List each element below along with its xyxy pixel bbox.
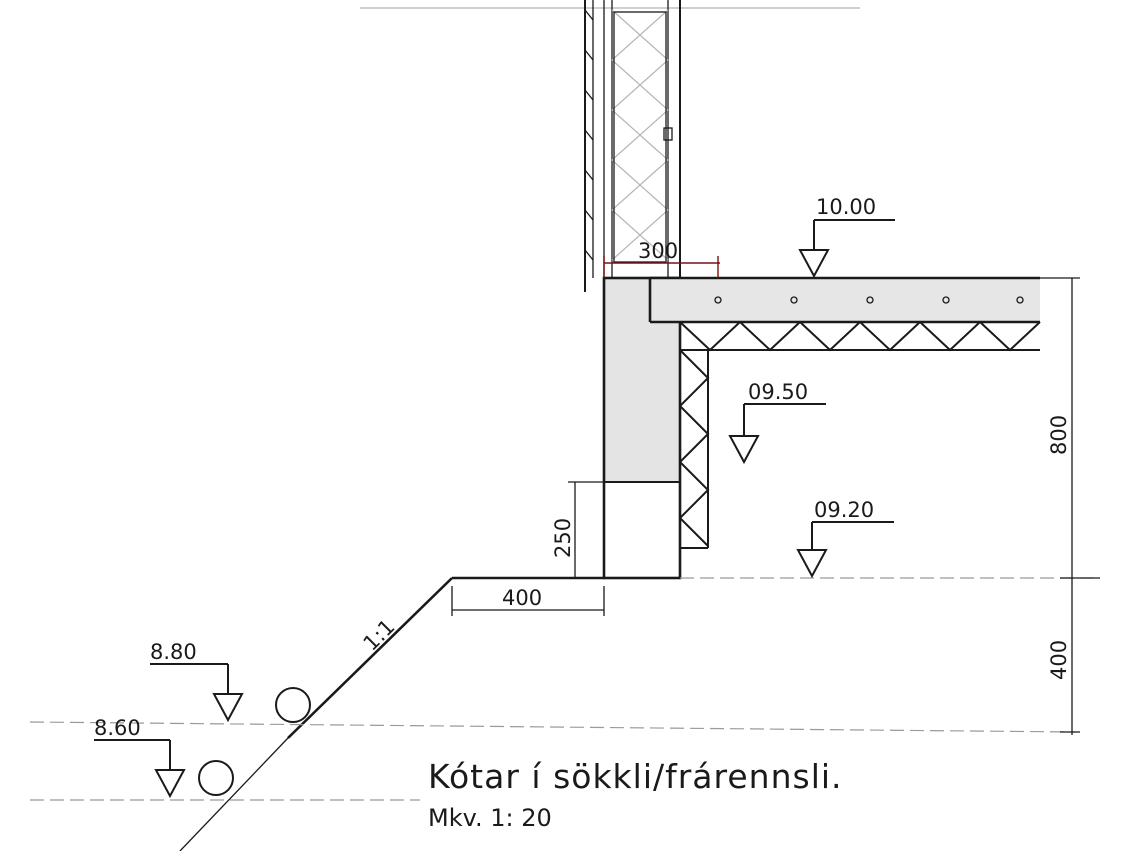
level-marker-ground: 09.20	[796, 498, 894, 579]
wall-above	[584, 0, 681, 292]
level-marker-drain-lower: 8.60	[94, 716, 186, 799]
dimension-slab-overhang: 300	[603, 239, 720, 278]
level-marker-mid: 09.50	[728, 380, 826, 465]
drawing-scale: Mkv. 1: 20	[428, 804, 552, 832]
dim-label-drain-depth: 400	[1047, 640, 1071, 680]
drawing-title: Kótar í sökkli/frárennsli.	[428, 757, 843, 796]
level-marker-drain-upper: 8.80	[150, 640, 244, 723]
level-label-drain-lower: 8.60	[94, 716, 141, 740]
drain-pipe-lower	[198, 760, 234, 796]
dimension-drain-depth: 400	[1047, 578, 1080, 735]
drain-pipe-upper	[275, 687, 311, 723]
dim-label-slab-overhang: 300	[638, 239, 678, 263]
slope-label: 1:1	[359, 615, 400, 656]
dim-label-total-height: 800	[1047, 415, 1071, 455]
level-marker-top: 10.00	[798, 195, 895, 279]
dimension-total-height: 800	[1040, 277, 1100, 579]
level-label-drain-upper: 8.80	[150, 640, 197, 664]
level-label-top: 10.00	[816, 195, 876, 219]
plinth-wall	[602, 276, 682, 580]
dimension-plinth-step: 250	[551, 481, 604, 579]
dimension-footing-width: 400	[451, 586, 605, 616]
level-label-ground: 09.20	[814, 498, 874, 522]
level-label-mid: 09.50	[748, 380, 808, 404]
ground-profile	[29, 576, 1100, 851]
dim-label-footing-width: 400	[502, 586, 542, 610]
floor-slab	[648, 276, 1040, 324]
plinth-insulation	[678, 349, 710, 549]
slab-insulation	[679, 320, 1041, 352]
dim-label-plinth-step: 250	[551, 518, 575, 558]
